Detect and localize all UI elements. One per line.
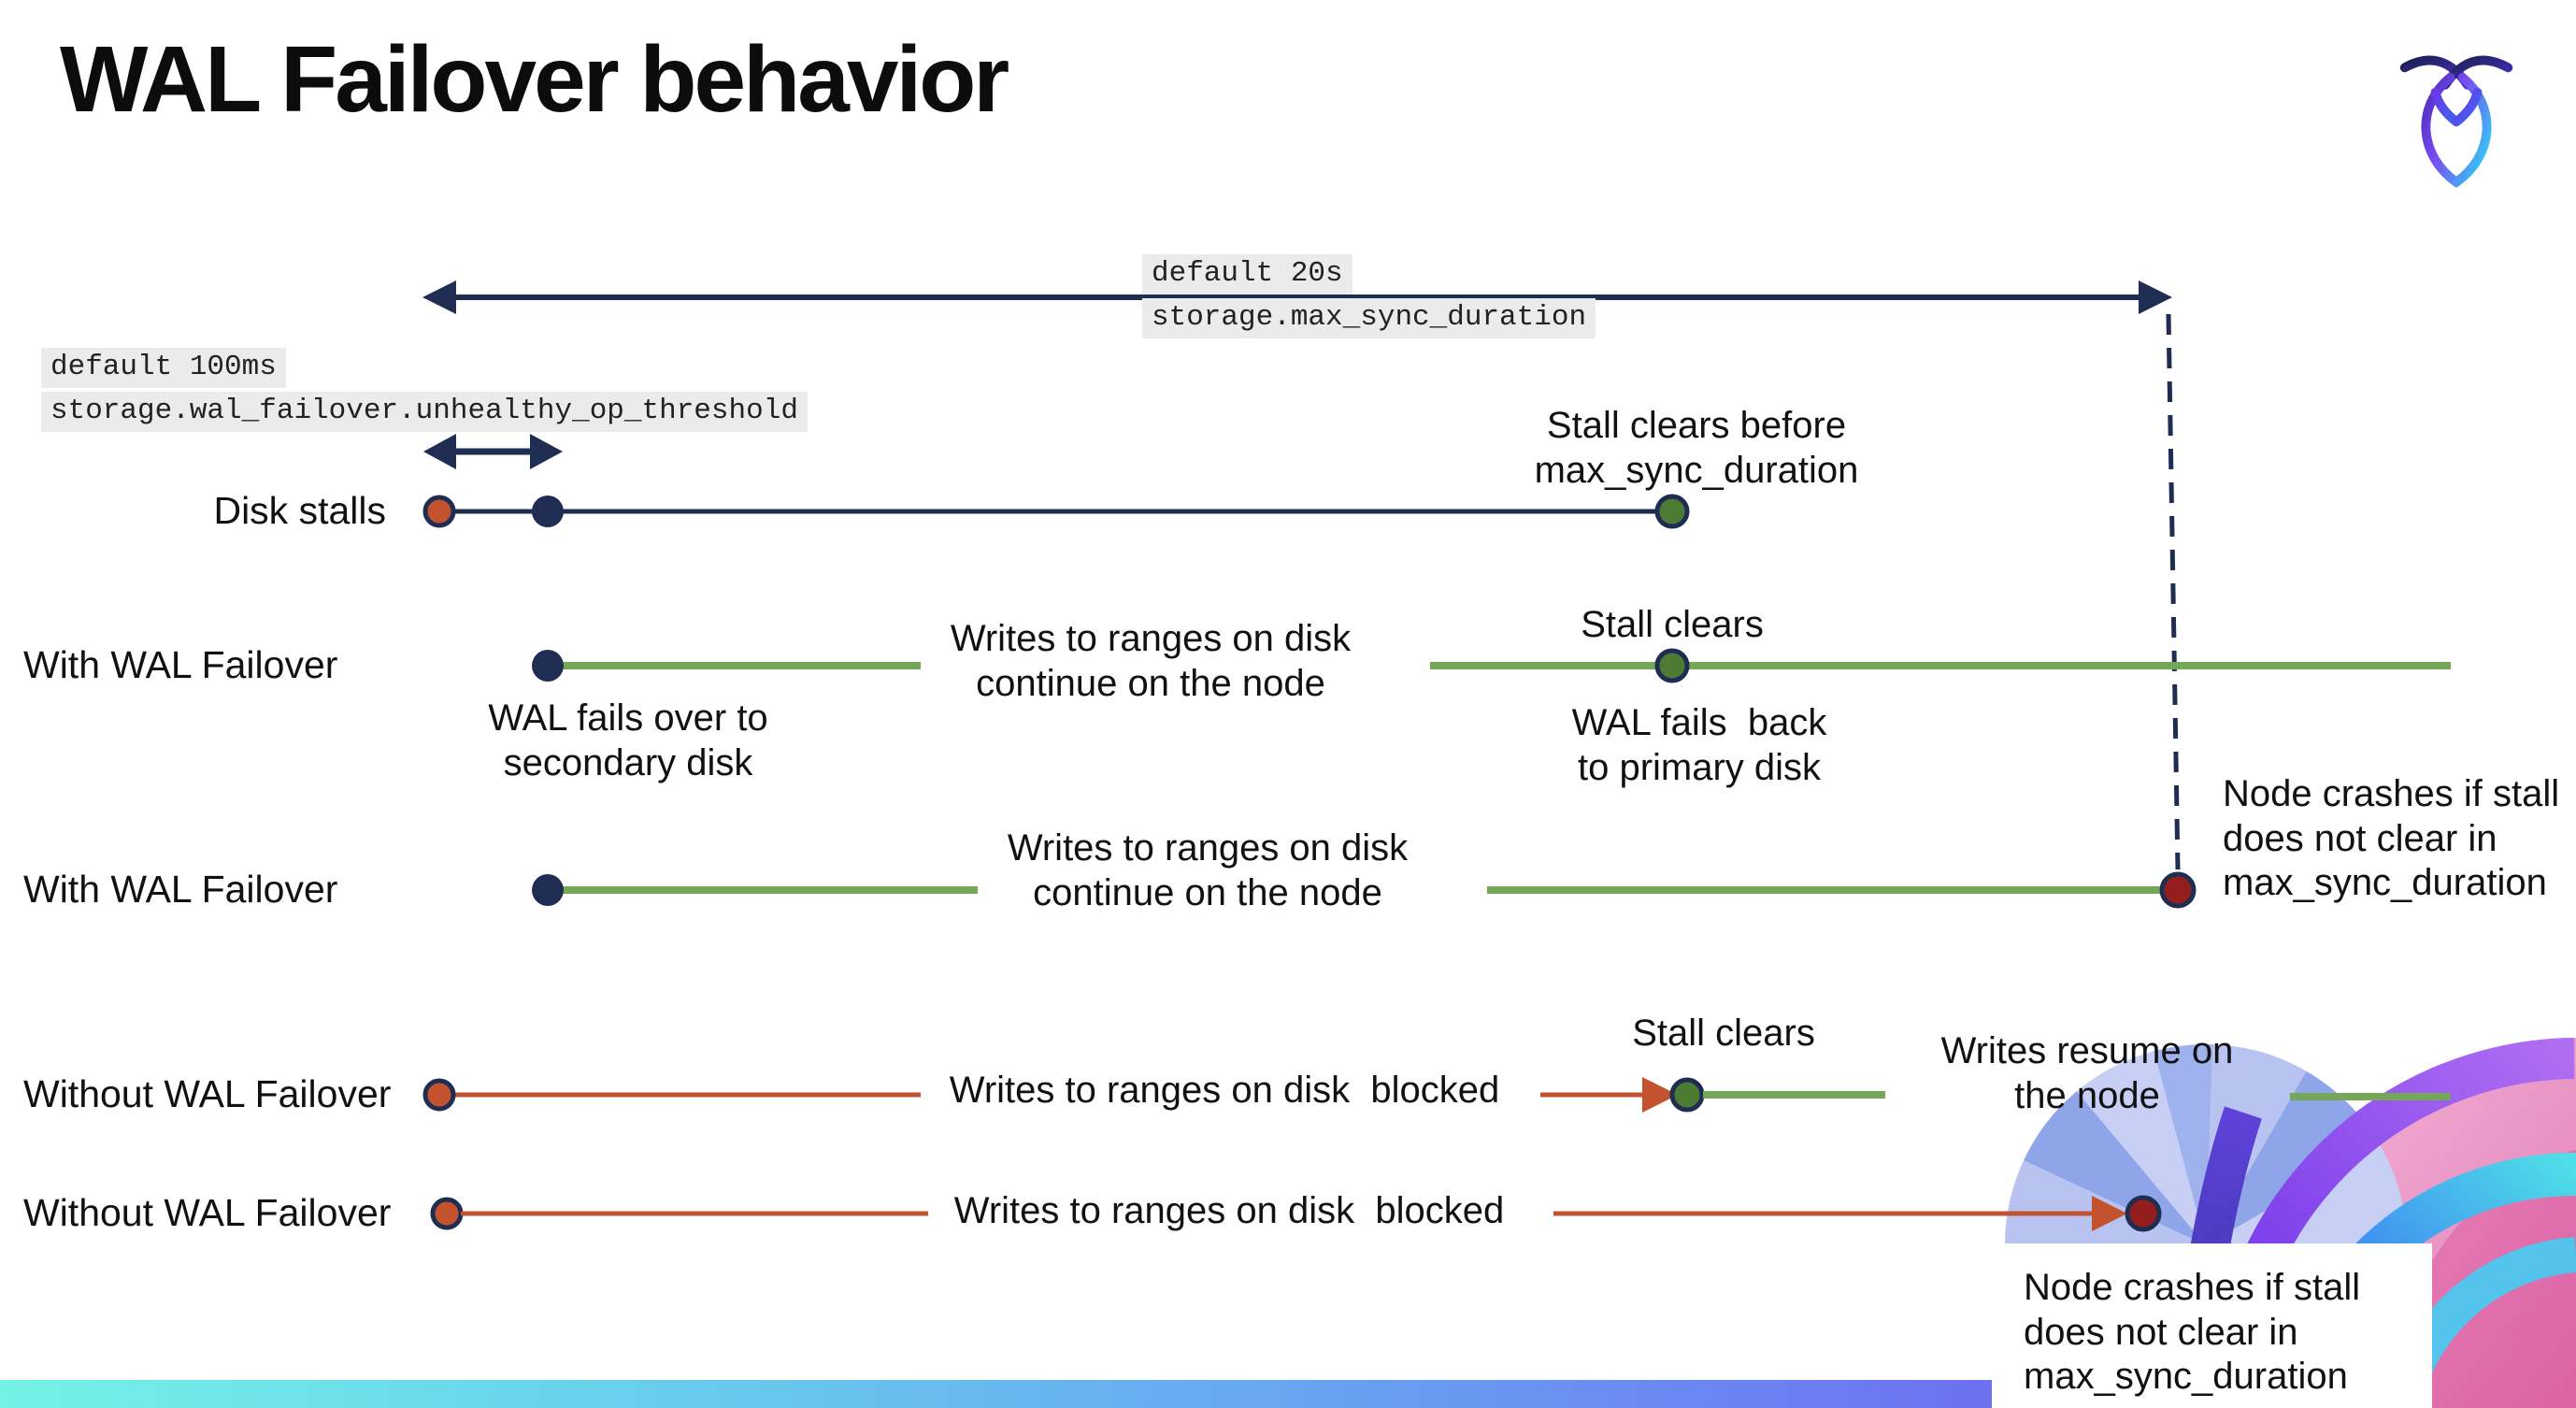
row-label-with-wal-failover-1: With WAL Failover xyxy=(23,643,338,686)
stall-start-dot xyxy=(422,1078,456,1112)
setting-unhealthy-op-threshold: default 100ms storage.wal_failover.unhea… xyxy=(41,348,808,436)
timeline-row-without-failover-2 xyxy=(430,1195,2162,1232)
setting-max-sync-duration: default 20s storage.max_sync_duration xyxy=(1142,254,1596,342)
stall-clears-dot xyxy=(1669,1077,1705,1113)
max-sync-duration-arrow xyxy=(422,280,2172,314)
row-label-without-wal-failover-2: Without WAL Failover xyxy=(23,1191,392,1234)
timeline-row-disk-stalls xyxy=(422,494,1690,529)
annotation-writes-blocked-2: Writes to ranges on disk blocked xyxy=(953,1190,1505,1231)
annotation-writes-blocked-1: Writes to ranges on disk blocked xyxy=(949,1070,1500,1111)
annotation-stall-clears-before: Stall clears before max_sync_duration xyxy=(1534,405,1859,491)
annotation-node-crashes-2: Node crashes if stall does not clear in … xyxy=(2024,1267,2361,1398)
roach-body xyxy=(2421,72,2492,188)
node-crash-dot xyxy=(2125,1195,2162,1232)
stall-start-dot xyxy=(430,1197,464,1230)
page-title: WAL Failover behavior xyxy=(60,27,1009,132)
failover-dot xyxy=(532,650,564,682)
blocked-arrowhead xyxy=(1642,1077,1678,1113)
roach-y-arm-right xyxy=(2452,87,2483,127)
max-sync-deadline-dashed-line xyxy=(2166,313,2181,870)
annotation-stall-clears-3: Stall clears xyxy=(1632,1013,1815,1054)
timeline-row-with-failover-2 xyxy=(532,871,2197,909)
node-crash-dot xyxy=(2159,871,2197,909)
timeline-row-without-failover-1 xyxy=(422,1077,2451,1113)
node-crash-note-box: Node crashes if stall does not clear in … xyxy=(1992,1243,2432,1408)
annotation-node-crashes-1: Node crashes if stall does not clear in … xyxy=(2223,773,2560,904)
setting-name: storage.max_sync_duration xyxy=(1142,298,1596,338)
annotation-writes-resume: Writes resume on the node xyxy=(1940,1030,2234,1116)
antenna-right xyxy=(2440,55,2513,90)
stall-clears-dot xyxy=(1654,648,1690,683)
blocked-arrowhead xyxy=(2092,1196,2127,1231)
unhealthy-op-threshold-arrow xyxy=(423,434,563,469)
annotation-writes-continue-2: Writes to ranges on disk continue on the… xyxy=(1007,827,1409,913)
timeline-row-with-failover-1 xyxy=(532,648,2451,683)
stall-start-dot xyxy=(422,495,456,528)
annotation-wal-fails-back: WAL fails back to primary disk xyxy=(1571,702,1827,788)
row-label-with-wal-failover-2: With WAL Failover xyxy=(23,868,338,911)
setting-default-value: default 100ms xyxy=(41,348,286,388)
roach-y-arm-left xyxy=(2430,87,2461,127)
annotation-wal-fails-over: WAL fails over to secondary disk xyxy=(488,697,768,783)
annotation-stall-clears-2: Stall clears xyxy=(1581,604,1764,645)
row-label-without-wal-failover-1: Without WAL Failover xyxy=(23,1072,392,1115)
setting-default-value: default 20s xyxy=(1142,254,1352,295)
cockroachdb-logo-icon xyxy=(2399,55,2513,188)
failover-dot xyxy=(532,874,564,906)
threshold-dot xyxy=(532,496,564,527)
annotation-writes-continue-1: Writes to ranges on disk continue on the… xyxy=(950,618,1352,704)
setting-name: storage.wal_failover.unhealthy_op_thresh… xyxy=(41,392,808,432)
row-label-disk-stalls: Disk stalls xyxy=(213,489,386,532)
stall-clears-dot xyxy=(1654,494,1690,529)
